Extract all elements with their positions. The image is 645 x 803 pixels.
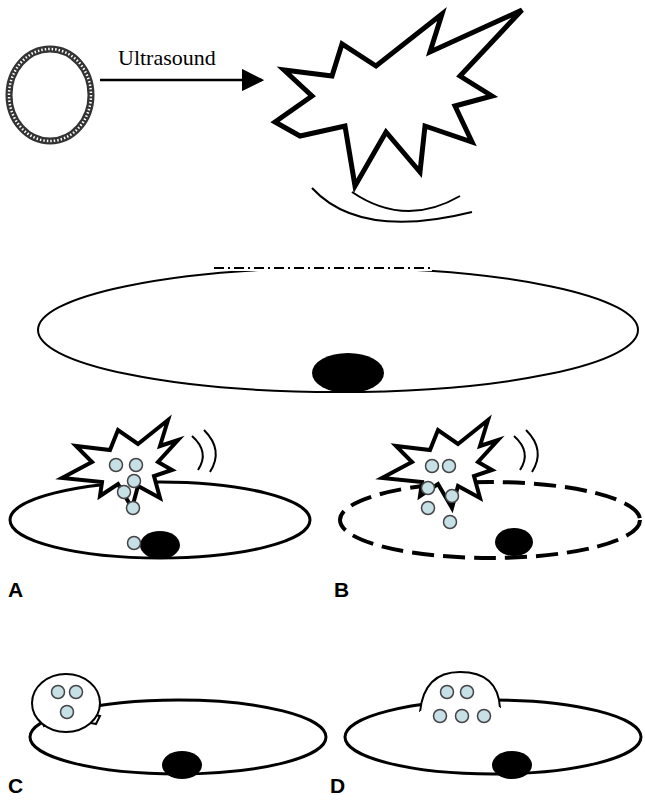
- panel-letter: D: [330, 774, 345, 797]
- panel-c-illustration: [30, 674, 326, 779]
- panel-letter: B: [334, 578, 349, 601]
- sound-waves: [312, 188, 472, 222]
- panel-d-illustration: [345, 672, 641, 779]
- panel-letter: A: [8, 578, 23, 601]
- panel-a-illustration: [10, 420, 310, 559]
- panel-letter: C: [8, 774, 23, 797]
- signal-label: Ultrasound: [118, 46, 216, 70]
- panel-b-illustration: [340, 420, 640, 558]
- cell: [38, 268, 638, 393]
- microbubble: [9, 49, 91, 141]
- burst-shape: [275, 10, 522, 186]
- process-arrow: [100, 79, 262, 82]
